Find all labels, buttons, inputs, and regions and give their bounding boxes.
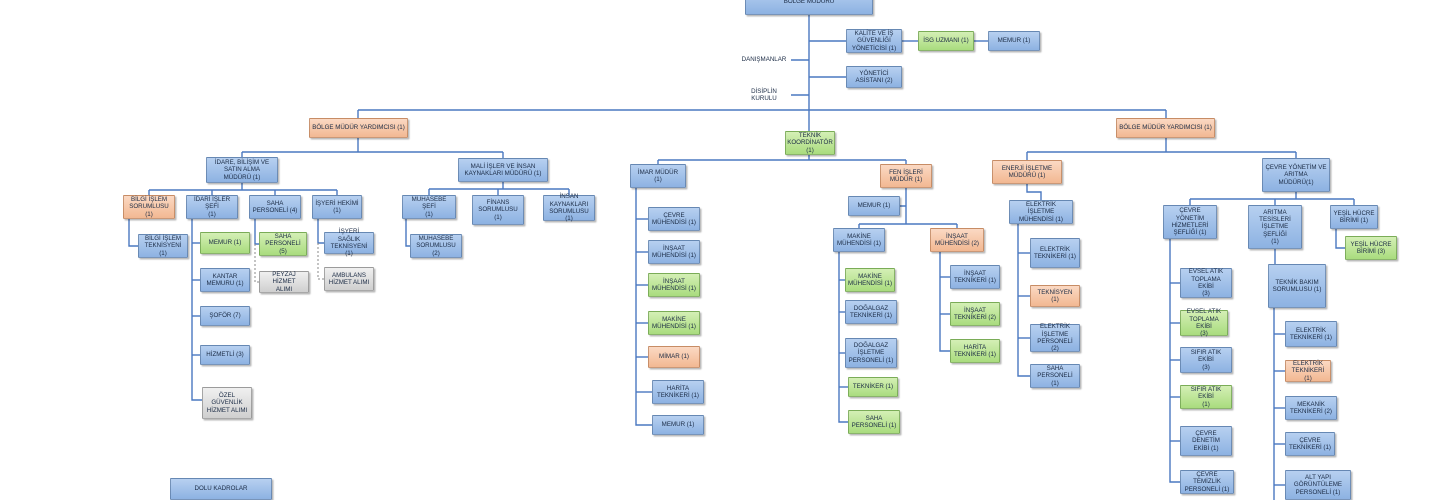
node-isyeri-hekimi: İŞYERİ HEKİMİ (1): [312, 195, 362, 219]
node-saha-personeli-enerji: SAHA PERSONELİ (1): [1030, 364, 1080, 388]
node-mekanik-teknikeri: MEKANİK TEKNİKERİ (2): [1285, 396, 1337, 420]
node-danismanlar: DANIŞMANLAR: [737, 50, 791, 70]
connector-line: [254, 244, 259, 283]
node-muhasebe-sorumlusu: MUHASEBE SORUMLUSU (2): [410, 234, 462, 258]
connector-line: [405, 219, 410, 247]
node-evsel-atik-2: EVSEL ATIK TOPLAMA EKİBİ (3): [1180, 308, 1228, 337]
node-insaat-teknikeri-1: İNŞAAT TEKNİKERİ (1): [950, 265, 1000, 289]
node-tekniker: TEKNİKER (1): [848, 377, 898, 397]
node-insaat-teknikeri-2: İNŞAAT TEKNİKERİ (2): [950, 302, 1000, 326]
connector-line: [939, 252, 950, 352]
connector-line: [1335, 229, 1345, 249]
node-elektrik-isletme-personeli: ELEKTRİK İŞLETME PERSONELİ (2): [1030, 323, 1080, 352]
node-saha-personeli-fen: SAHA PERSONELİ (1): [848, 410, 900, 434]
connector-line: [635, 188, 652, 426]
node-elektrik-teknikeri-aritma-2: ELEKTRİK TEKNİKERİ (1): [1285, 360, 1331, 382]
node-cevre-teknikeri: ÇEVRE TEKNİKERİ (1): [1285, 432, 1335, 456]
node-disiplin-kurulu: DİSİPLİN KURULU: [737, 84, 791, 106]
node-sifir-atik-2: SIFIR ATIK EKİBİ (1): [1180, 385, 1232, 409]
node-bolge-mudur-yardimcisi-right: BÖLGE MÜDÜR YARDIMCISI (1): [1116, 118, 1215, 138]
node-hizmetli: HİZMETLİ (3): [200, 345, 250, 365]
node-teknik-bakim-sorumlusu: TEKNİK BAKIM SORUMLUSU (1): [1268, 264, 1326, 308]
node-idare-bilisim-mudur: İDARE, BİLİŞİM VE SATIN ALMA MÜDÜRÜ (1): [206, 157, 278, 183]
node-ambulans: AMBULANS HİZMET ALIMI: [324, 267, 374, 291]
node-kantar-memuru: KANTAR MEMURU (1): [200, 268, 250, 292]
node-isg-uzmani: İSG UZMANI (1): [918, 31, 974, 51]
node-harita-teknikeri-fen: HARİTA TEKNİKERİ (1): [950, 339, 1000, 363]
node-mali-isler-mudur: MALİ İŞLER VE İNSAN KAYNAKLARI MÜDÜRÜ (1…: [458, 158, 548, 182]
node-harita-teknikeri: HARİTA TEKNİKERİ (1): [652, 380, 704, 404]
node-peyzaj-hizmet: PEYZAJ HİZMET ALIMI: [259, 271, 309, 293]
node-isyeri-saglik-teknisyeni: İŞYERİ SAĞLIK TEKNİSYENİ (1): [324, 228, 374, 257]
node-sofor: ŞOFÖR (7): [200, 306, 250, 326]
node-ozel-guvenlik: ÖZEL GÜVENLİK HİZMET ALIMI: [202, 387, 252, 419]
node-sifir-atik-1: SIFIR ATIK EKİBİ (3): [1180, 347, 1232, 373]
connector-line: [838, 252, 848, 423]
node-cevre-yonetim-aritma-mudur: ÇEVRE YÖNETİM VE ARITMA MÜDÜRÜ(1): [1262, 158, 1330, 192]
node-teknik-koordinator: TEKNİK KOORDİNATÖR (1): [785, 131, 835, 155]
node-yesil-hucre-birimi: YEŞİL HÜCRE BİRİMİ (1): [1330, 205, 1378, 229]
legend-dolu-kadrolar: DOLU KADROLAR: [170, 478, 272, 500]
connector-line: [1026, 184, 1042, 200]
node-cevre-yonetim-sefligi: ÇEVRE YÖNETİM HİZMETLERİ ŞEFLİĞİ (1): [1163, 205, 1217, 239]
node-makine-muhendisi-green: MAKİNE MÜHENDİSİ (1): [845, 268, 895, 292]
node-teknisyen: TEKNİSYEN (1): [1030, 285, 1080, 307]
node-evsel-atik-1: EVSEL ATIK TOPLAMA EKİBİ (3): [1180, 268, 1232, 298]
node-idari-isler-sefi: İDARİ İŞLER ŞEFİ (1): [186, 195, 238, 219]
node-memur-fen: MEMUR (1): [848, 196, 900, 216]
node-cevre-denetim: ÇEVRE DENETİM EKİBİ (1): [1180, 426, 1232, 456]
node-memur-idari: MEMUR (1): [200, 232, 250, 254]
node-imar-mudur: İMAR MÜDÜR (1): [630, 164, 686, 188]
node-saha-personeli-5: SAHA PERSONELİ (5): [259, 232, 307, 256]
node-dogalgaz-teknikeri: DOĞALGAZ TEKNİKERİ (1): [845, 300, 897, 324]
node-yonetici-asistani: YÖNETİCİ ASİSTANI (2): [846, 66, 902, 88]
node-mimar: MİMAR (1): [648, 346, 700, 368]
node-bolge-mudur-yardimcisi-left: BÖLGE MÜDÜR YARDIMCISI (1): [309, 118, 408, 138]
connector-line: [128, 219, 138, 247]
node-insaat-muhendisi-fen: İNŞAAT MÜHENDİSİ (2): [930, 228, 984, 252]
node-dogalgaz-isletme: DOĞALGAZ İŞLETME PERSONELİ (1): [845, 338, 897, 368]
node-fen-isleri-mudur: FEN İŞLERİ MÜDÜR (1): [880, 164, 932, 188]
node-kalite-is-guvenligi: KALİTE VE İŞ GÜVENLİĞİ YÖNETİCİSİ (1): [846, 29, 902, 53]
node-enerji-isletme-mudur: ENERJİ İŞLETME MÜDÜRÜ (1): [992, 160, 1062, 184]
node-yesil-hucre-birimi-3: YEŞİL HÜCRE BİRİMİ (3): [1345, 236, 1397, 260]
node-insan-kaynaklari: İNSAN KAYNAKLARI SORUMLUSU (1): [543, 193, 595, 222]
node-elektrik-isletme-muhendisi: ELEKTRİK İŞLETME MÜHENDİSİ (1): [1009, 200, 1073, 224]
node-finans-sorumlusu: FİNANS SORUMLUSU (1): [472, 195, 524, 225]
node-elektrik-teknikeri-aritma-1: ELEKTRİK TEKNİKERİ (1): [1285, 321, 1337, 347]
node-makine-muhendisi-imar: MAKİNE MÜHENDİSİ (1): [648, 311, 700, 335]
node-insaat-muhendisi-1: İNŞAAT MÜHENDİSİ (1): [648, 240, 700, 264]
node-bilgi-islem-sorumlusu: BİLGİ İŞLEM SORUMLUSU (1): [123, 195, 175, 219]
node-altyapi-goruntuleme: ALT YAPI GÖRÜNTÜLEME PERSONELİ (1): [1285, 470, 1351, 500]
node-memur-imar: MEMUR (1): [652, 415, 704, 435]
node-cevre-temizlik: ÇEVRE TEMİZLİK PERSONELİ (1): [1180, 470, 1234, 494]
node-cevre-muhendisi: ÇEVRE MÜHENDİSİ (1): [648, 207, 700, 231]
node-bilgi-islem-teknisyeni: BİLGİ İŞLEM TEKNİSYENİ (1): [138, 234, 188, 258]
node-bolge-muduru: BÖLGE MÜDÜRÜ: [745, 0, 873, 15]
node-insaat-muhendisi-2: İNŞAAT MÜHENDİSİ (1): [648, 273, 700, 297]
connector-line: [1169, 239, 1180, 483]
connector-line: [317, 243, 324, 280]
node-memur-top: MEMUR (1): [988, 31, 1040, 51]
node-aritma-tesisleri-sefligi: ARITMA TESİSLERİ İŞLETME ŞEFLİĞİ (1): [1248, 205, 1302, 249]
node-makine-muhendisi-fen: MAKİNE MÜHENDİSİ (1): [833, 228, 885, 252]
node-saha-personeli-4: SAHA PERSONELİ (4): [249, 195, 301, 219]
node-muhasebe-sefi: MUHASEBE ŞEFİ (1): [402, 195, 456, 219]
connector-line: [1017, 224, 1030, 377]
node-elektrik-teknikeri-enerji: ELEKTRİK TEKNİKERİ (1): [1030, 238, 1080, 268]
